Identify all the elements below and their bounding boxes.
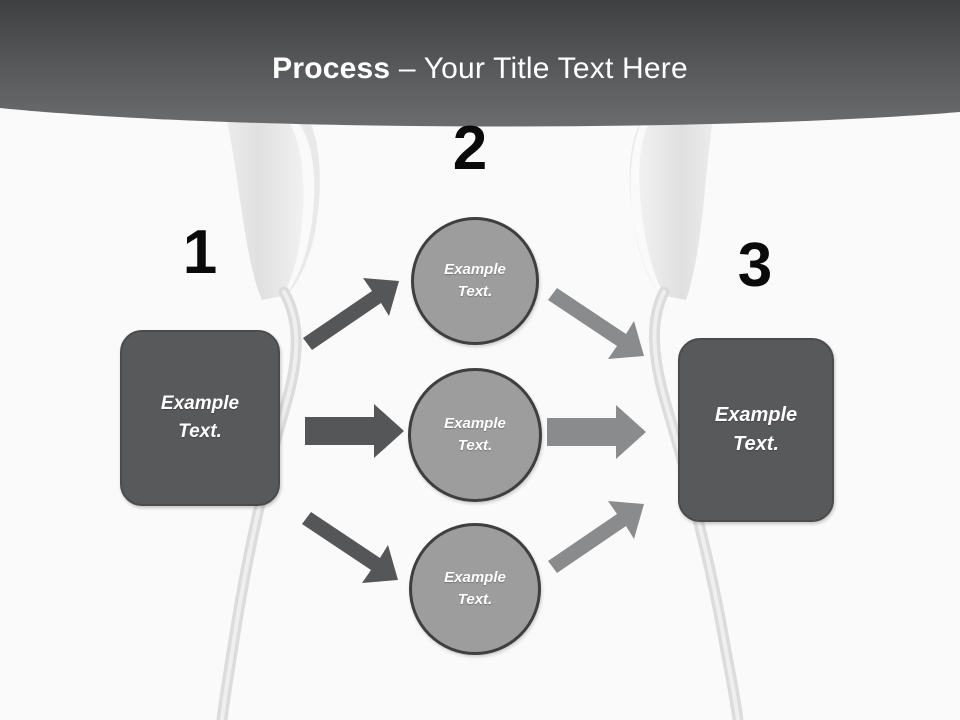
end-box-label: Example Text.: [715, 401, 797, 459]
start-box[interactable]: Example Text.: [120, 330, 280, 506]
middle-circle-top-label: Example Text.: [444, 259, 506, 303]
arrow-top-to-end: [548, 288, 644, 359]
step-number-3: 3: [737, 231, 773, 300]
arrow-bottom-to-end: [548, 501, 644, 573]
page-title-separator: –: [390, 52, 424, 85]
middle-circle-center-label-line1: Example: [444, 415, 506, 433]
start-box-label-line1: Example: [160, 393, 240, 415]
end-box-label-line1: Example: [714, 404, 798, 426]
page-title-strong: Process: [272, 52, 391, 85]
middle-circle-center-label: Example Text.: [444, 413, 506, 457]
middle-circle-top[interactable]: Example Text.: [411, 217, 539, 345]
middle-circle-bottom-label-line1: Example: [444, 569, 506, 587]
arrow-middle-to-end: [547, 405, 646, 459]
arrow-start-to-bottom: [302, 512, 398, 583]
arrow-start-to-middle: [305, 404, 404, 458]
step-number-2: 2: [452, 114, 488, 183]
middle-circle-top-label-line2: Text.: [457, 283, 493, 300]
middle-circle-center[interactable]: Example Text.: [408, 368, 542, 502]
end-box-label-line2: Text.: [733, 433, 779, 455]
start-box-label-line2: Text.: [178, 421, 222, 442]
middle-circle-top-label-line1: Example: [444, 261, 506, 279]
middle-circle-bottom-label-line2: Text.: [457, 591, 493, 608]
arrow-start-to-top: [303, 278, 399, 350]
page-title: Process – Your Title Text Here: [0, 52, 960, 86]
middle-circle-center-label-line2: Text.: [457, 437, 493, 454]
start-box-label: Example Text.: [161, 390, 239, 445]
end-box[interactable]: Example Text.: [678, 338, 834, 522]
middle-circle-bottom[interactable]: Example Text.: [409, 523, 541, 655]
page-title-light: Your Title Text Here: [423, 52, 688, 85]
step-number-1: 1: [182, 218, 218, 287]
middle-circle-bottom-label: Example Text.: [444, 567, 506, 611]
